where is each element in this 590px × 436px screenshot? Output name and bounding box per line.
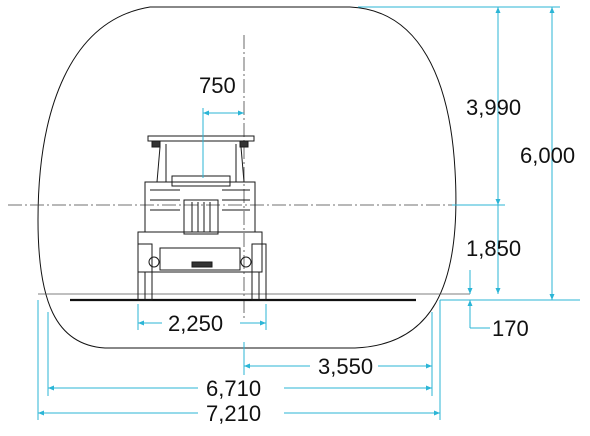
label-floor-depth: 170 — [492, 316, 529, 341]
label-inner-width: 6,710 — [206, 376, 261, 401]
label-half-width: 3,550 — [318, 354, 373, 379]
machine-canopy — [147, 135, 255, 142]
label-height-lower: 1,850 — [466, 236, 521, 261]
label-outer-width: 7,210 — [206, 401, 261, 426]
label-height-total: 6,000 — [520, 143, 575, 168]
dimension-lines — [37, 6, 580, 420]
machine — [137, 135, 267, 301]
label-height-upper: 3,990 — [466, 95, 521, 120]
label-machine-width: 2,250 — [168, 311, 223, 336]
label-machine-offset: 750 — [199, 73, 236, 98]
tunnel-profile — [37, 6, 457, 349]
